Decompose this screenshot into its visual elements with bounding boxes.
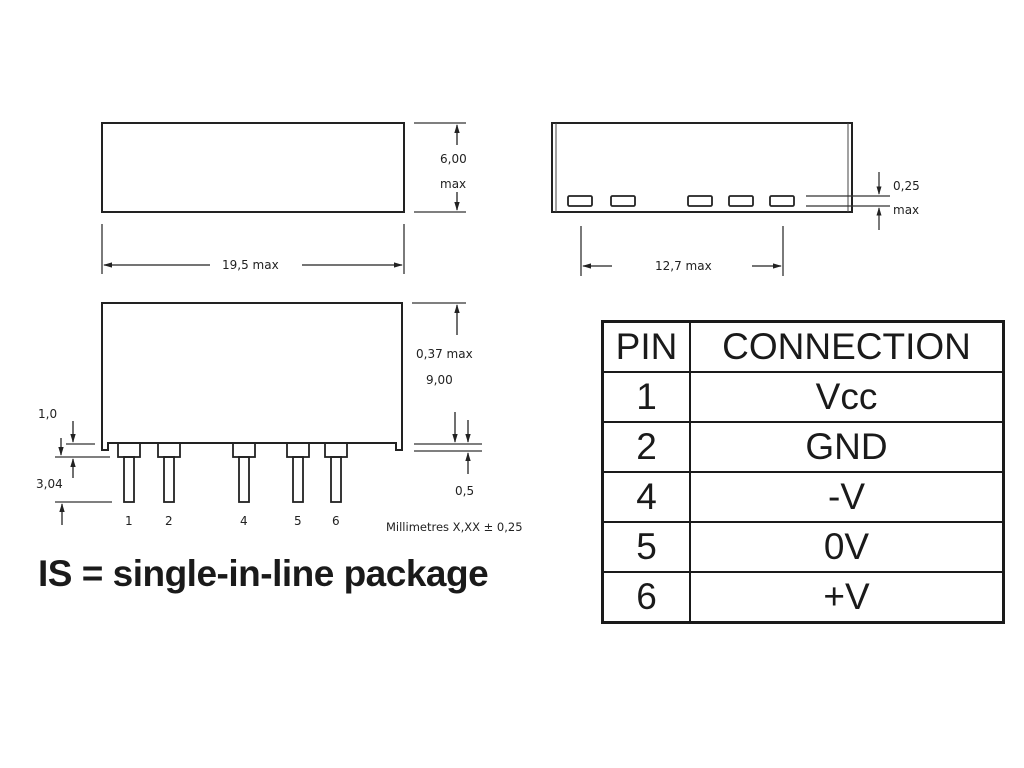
pin-2: [157, 442, 181, 503]
front-height-value: 6,00: [440, 152, 467, 166]
front-view-body: [101, 122, 405, 213]
pin-number-label: 6: [332, 514, 340, 528]
pin-6: [324, 442, 348, 503]
pin-5: [286, 442, 310, 503]
end-view: 0,25 max 12,7 max: [551, 122, 920, 276]
pin-number-label: 4: [240, 514, 248, 528]
front-height-unit: max: [440, 177, 466, 191]
pin-footprint: [687, 195, 713, 207]
pin-footprint: [610, 195, 636, 207]
table-row: 4 -V: [601, 471, 1005, 523]
table-row: 1 Vcc: [601, 371, 1005, 423]
pin-footprint: [769, 195, 795, 207]
header-pin: PIN: [601, 320, 691, 373]
connection-cell: GND: [689, 421, 1005, 473]
pin-cell: 2: [601, 421, 691, 473]
pin-cell: 4: [601, 471, 691, 523]
end-pin-span-label: 12,7 max: [655, 259, 712, 273]
connection-cell: 0V: [689, 521, 1005, 573]
front-width-label: 19,5 max: [222, 258, 279, 272]
pin-connection-table: PIN CONNECTION 1 Vcc 2 GND 4 -V 5 0V 6 +…: [601, 320, 1005, 624]
connection-cell: Vcc: [689, 371, 1005, 423]
side-height-label: 9,00: [426, 373, 453, 387]
end-offset-value: 0,25: [893, 179, 920, 193]
connection-cell: +V: [689, 571, 1005, 624]
table-row: 5 0V: [601, 521, 1005, 573]
pin-1: [117, 442, 141, 503]
end-view-body: [551, 122, 853, 213]
package-caption: IS = single-in-line package: [38, 553, 489, 594]
side-view: 1 2 4 5 6 0,37 max 9,00 0,5 1,0 3,04 Mil…: [36, 302, 523, 534]
side-top-label: 0,37 max: [416, 347, 473, 361]
pin-4: [232, 442, 256, 503]
side-standoff-label: 1,0: [38, 407, 57, 421]
table-header-row: PIN CONNECTION: [601, 320, 1005, 373]
table-row: 2 GND: [601, 421, 1005, 473]
connection-cell: -V: [689, 471, 1005, 523]
side-view-body: [101, 302, 403, 451]
pin-cell: 5: [601, 521, 691, 573]
table-row: 6 +V: [601, 571, 1005, 624]
pin-footprint: [567, 195, 593, 207]
front-view: 6,00 max 19,5 max: [101, 122, 467, 274]
side-pin-width-label: 0,5: [455, 484, 474, 498]
pin-number-label: 2: [165, 514, 173, 528]
pin-cell: 6: [601, 571, 691, 624]
pin-footprint: [728, 195, 754, 207]
header-connection: CONNECTION: [689, 320, 1005, 373]
end-offset-unit: max: [893, 203, 919, 217]
pin-cell: 1: [601, 371, 691, 423]
units-note: Millimetres X,XX ± 0,25: [386, 520, 523, 534]
side-pin-length-label: 3,04: [36, 477, 63, 491]
pin-number-label: 1: [125, 514, 133, 528]
pin-number-label: 5: [294, 514, 302, 528]
